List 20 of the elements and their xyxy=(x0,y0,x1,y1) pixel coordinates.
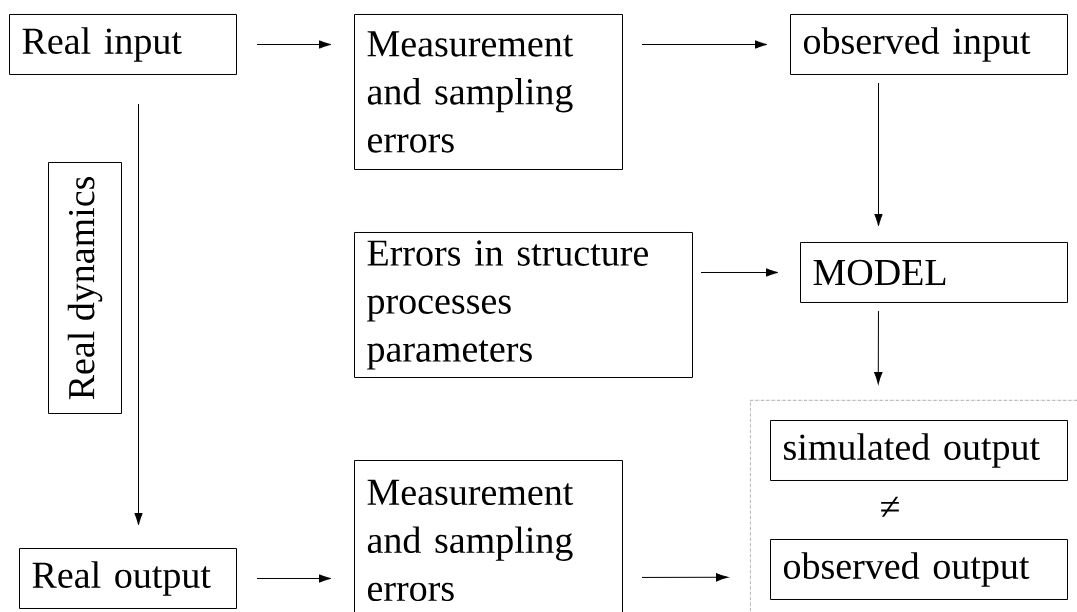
process-box: Real output xyxy=(19,548,237,609)
arrow xyxy=(256,40,332,49)
dotted-frame xyxy=(750,400,1077,612)
edge-label: Real dynamics xyxy=(48,162,122,414)
process-box: Errors in structure processes parameters xyxy=(354,232,693,378)
arrow xyxy=(874,310,883,385)
process-box: MODEL xyxy=(800,242,1068,303)
process-box: observed output xyxy=(770,539,1068,600)
process-box: observed input xyxy=(790,14,1068,75)
process-box: Measurement and sampling errors xyxy=(354,14,623,170)
arrow xyxy=(874,82,883,227)
process-box: Real input xyxy=(9,14,237,75)
arrow xyxy=(134,103,143,526)
not-equal-sign: ≠ xyxy=(881,496,899,517)
arrow xyxy=(641,40,768,49)
arrow xyxy=(700,268,779,277)
process-box: Measurement and sampling errors xyxy=(354,460,623,612)
arrow xyxy=(641,573,729,582)
process-box: simulated output xyxy=(770,420,1068,481)
arrow xyxy=(256,574,332,583)
